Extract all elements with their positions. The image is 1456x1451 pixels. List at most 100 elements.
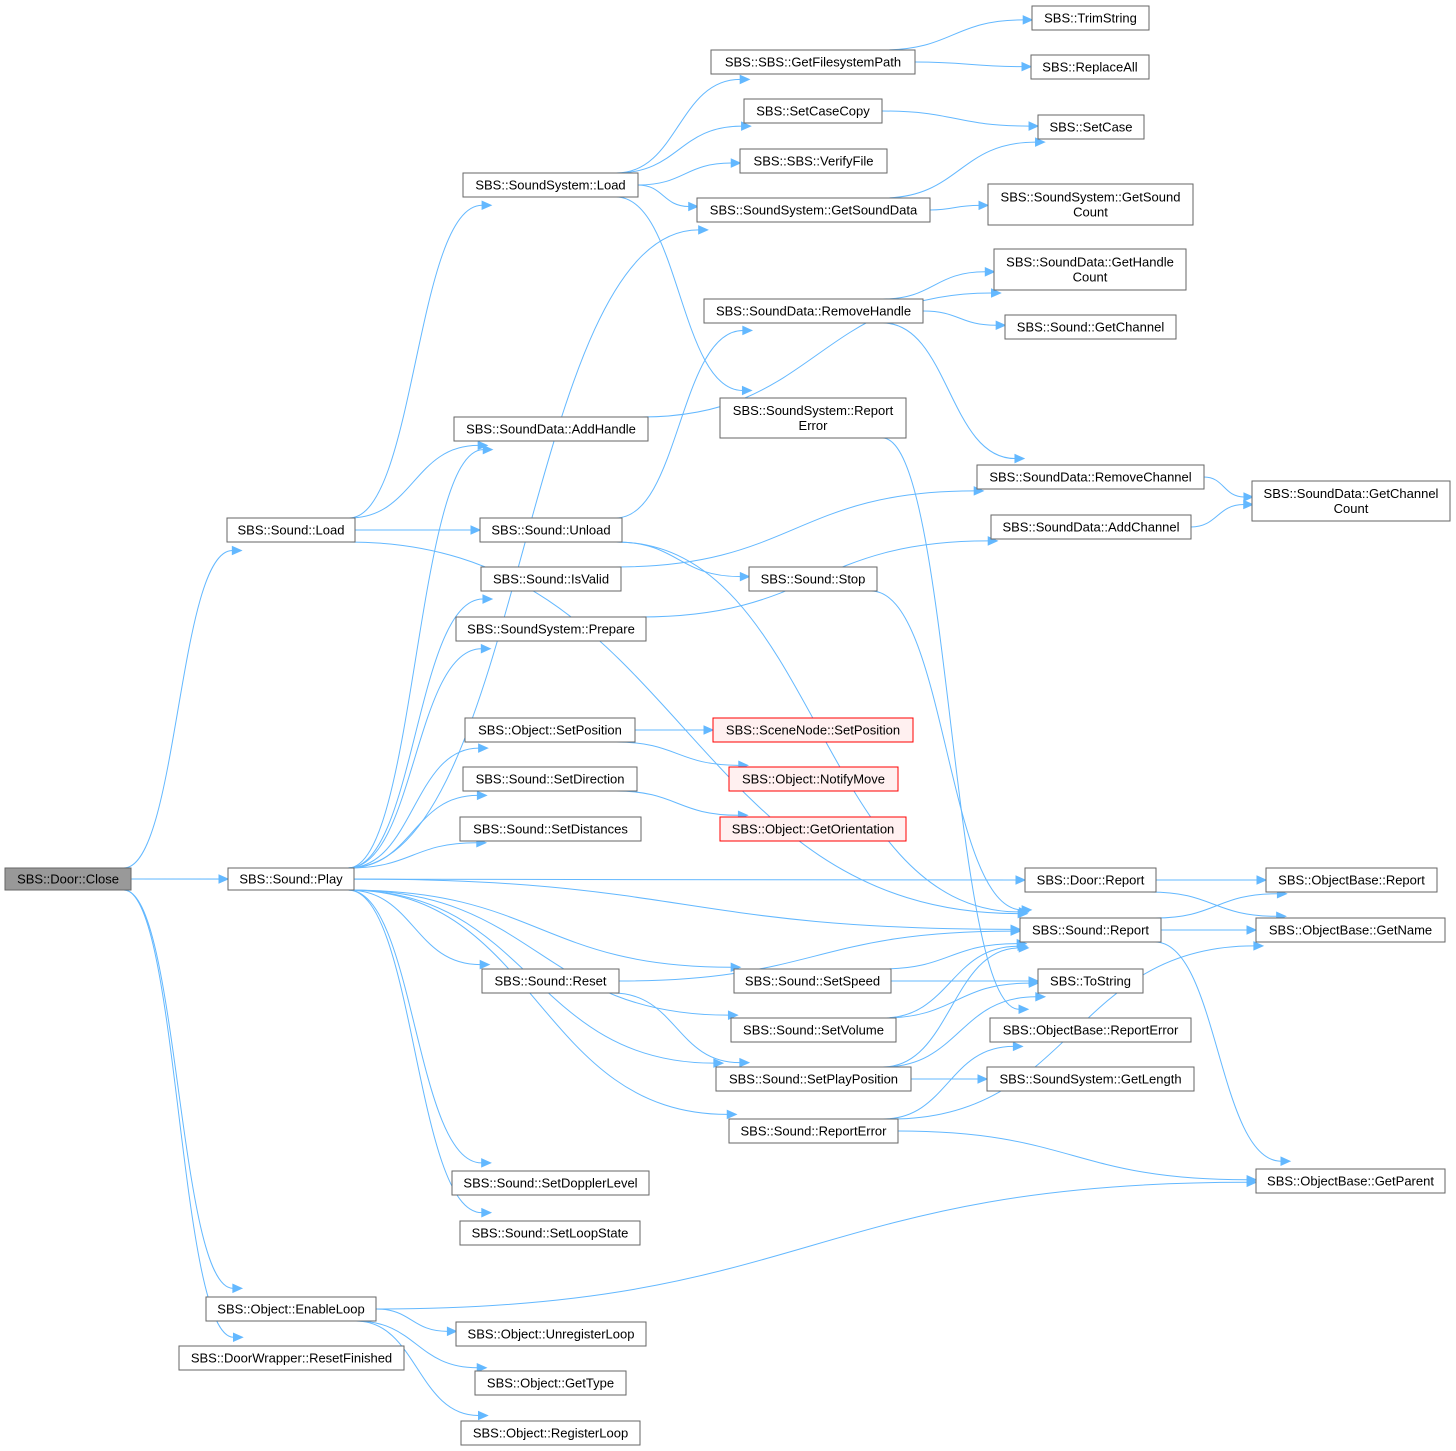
node-label: SBS::Object::EnableLoop bbox=[217, 1302, 364, 1317]
node-label: SBS::SoundData::GetChannel bbox=[1264, 486, 1439, 501]
graph-node-doorwrapper-reset[interactable]: SBS::DoorWrapper::ResetFinished bbox=[178, 1345, 405, 1371]
arrowhead-icon bbox=[1015, 875, 1027, 885]
graph-node-sound-isvalid[interactable]: SBS::Sound::IsValid bbox=[480, 566, 622, 592]
call-edge-sound_load-to-sound_report bbox=[348, 541, 1019, 915]
node-box bbox=[226, 517, 356, 543]
arrowhead-icon bbox=[1246, 1177, 1258, 1188]
node-box bbox=[730, 1017, 897, 1043]
graph-node-sound-setdistances[interactable]: SBS::Sound::SetDistances bbox=[459, 816, 642, 842]
call-edge-ss_load-to-sbs_verifyfile bbox=[637, 162, 732, 186]
node-label: SBS::Door::Close bbox=[17, 872, 119, 887]
arrowhead-icon bbox=[476, 790, 488, 801]
arrowhead-icon bbox=[1021, 61, 1033, 72]
call-edge-sound_reset-to-sound_report bbox=[618, 930, 1012, 982]
node-box bbox=[710, 49, 916, 75]
node-box bbox=[1037, 968, 1144, 994]
call-edge-sound_play-to-sound_setdistances bbox=[347, 842, 477, 869]
node-label: SBS::SoundData::RemoveHandle bbox=[716, 304, 911, 319]
graph-node-ss-load[interactable]: SBS::SoundSystem::Load bbox=[462, 172, 639, 198]
graph-node-ob-reporterror[interactable]: SBS::ObjectBase::ReportError bbox=[989, 1017, 1192, 1043]
graph-node-sd-removehandle[interactable]: SBS::SoundData::RemoveHandle bbox=[703, 298, 924, 324]
graph-node-replaceall[interactable]: SBS::ReplaceAll bbox=[1030, 54, 1150, 80]
arrowhead-icon bbox=[713, 1058, 725, 1068]
graph-node-trimstring[interactable]: SBS::TrimString bbox=[1031, 5, 1150, 31]
node-label: SBS::Object::UnregisterLoop bbox=[468, 1327, 635, 1342]
graph-node-sd-removechannel[interactable]: SBS::SoundData::RemoveChannel bbox=[976, 464, 1205, 490]
graph-node-obj-unregisterloop[interactable]: SBS::Object::UnregisterLoop bbox=[455, 1321, 647, 1347]
node-label: SBS::Sound::Play bbox=[239, 872, 343, 887]
graph-node-obj-getorientation[interactable]: SBS::Object::GetOrientation bbox=[719, 816, 907, 842]
graph-node-obj-setposition[interactable]: SBS::Object::SetPosition bbox=[464, 717, 636, 743]
graph-node-sd-addchannel[interactable]: SBS::SoundData::AddChannel bbox=[990, 514, 1192, 540]
graph-node-ob-getname[interactable]: SBS::ObjectBase::GetName bbox=[1255, 917, 1446, 943]
graph-node-obj-notifymove[interactable]: SBS::Object::NotifyMove bbox=[728, 766, 899, 792]
arrowhead-icon bbox=[1253, 941, 1265, 951]
graph-node-sound-setspeed[interactable]: SBS::Sound::SetSpeed bbox=[733, 968, 892, 994]
node-label: SBS::SoundSystem::GetSound bbox=[1001, 190, 1181, 205]
node-box bbox=[976, 464, 1205, 490]
arrowhead-icon bbox=[726, 1109, 738, 1120]
graph-node-setcase[interactable]: SBS::SetCase bbox=[1037, 114, 1145, 140]
node-label: SBS::Sound::GetChannel bbox=[1017, 320, 1165, 335]
graph-node-ss-reporterror[interactable]: SBS::SoundSystem::ReportError bbox=[719, 397, 907, 439]
graph-node-sound-setloopstate[interactable]: SBS::Sound::SetLoopState bbox=[459, 1220, 641, 1246]
graph-node-sound-report[interactable]: SBS::Sound::Report bbox=[1019, 917, 1162, 943]
graph-node-obj-registerloop[interactable]: SBS::Object::RegisterLoop bbox=[460, 1420, 641, 1446]
graph-node-ob-report[interactable]: SBS::ObjectBase::Report bbox=[1265, 867, 1438, 893]
call-edge-sound_play-to-sound_isvalid bbox=[347, 598, 483, 869]
graph-node-door-report[interactable]: SBS::Door::Report bbox=[1024, 867, 1157, 893]
node-label: Error bbox=[799, 418, 829, 433]
node-label: SBS::SetCase bbox=[1049, 120, 1132, 135]
call-edge-sound_play-to-sound_report bbox=[353, 878, 1012, 930]
graph-node-tostring[interactable]: SBS::ToString bbox=[1037, 968, 1144, 994]
graph-node-sound-reporterror[interactable]: SBS::Sound::ReportError bbox=[728, 1118, 899, 1144]
node-label: SBS::Sound::SetVolume bbox=[743, 1023, 884, 1038]
graph-node-ss-prepare[interactable]: SBS::SoundSystem::Prepare bbox=[455, 616, 647, 642]
node-label: SBS::SoundSystem::Load bbox=[475, 178, 625, 193]
graph-node-sound-reset[interactable]: SBS::Sound::Reset bbox=[481, 968, 620, 994]
call-edge-sbs_getfspath-to-replaceall bbox=[914, 61, 1023, 68]
graph-node-sound-setplayposition[interactable]: SBS::Sound::SetPlayPosition bbox=[715, 1066, 912, 1092]
arrowhead-icon bbox=[1014, 453, 1026, 464]
arrowhead-icon bbox=[478, 743, 489, 753]
arrowhead-icon bbox=[1035, 991, 1047, 1002]
graph-node-sbs-getfspath[interactable]: SBS::SBS::GetFilesystemPath bbox=[710, 49, 916, 75]
graph-node-sound-load[interactable]: SBS::Sound::Load bbox=[226, 517, 356, 543]
node-label: SBS::ObjectBase::Report bbox=[1278, 873, 1425, 888]
graph-node-sound-getchannel[interactable]: SBS::Sound::GetChannel bbox=[1004, 314, 1177, 340]
graph-node-sbs-verifyfile[interactable]: SBS::SBS::VerifyFile bbox=[739, 148, 888, 174]
node-label: SBS::Sound::Reset bbox=[494, 974, 606, 989]
node-box bbox=[986, 1066, 1195, 1092]
call-edge-sbs_getfspath-to-trimstring bbox=[882, 19, 1024, 51]
call-edge-setcasecopy-to-setcase bbox=[881, 110, 1030, 127]
graph-node-ss-getsounddata[interactable]: SBS::SoundSystem::GetSoundData bbox=[696, 197, 931, 223]
graph-node-sound-setvolume[interactable]: SBS::Sound::SetVolume bbox=[730, 1017, 897, 1043]
graph-node-sound-setdirection[interactable]: SBS::Sound::SetDirection bbox=[462, 766, 638, 792]
graph-node-ob-getparent[interactable]: SBS::ObjectBase::GetParent bbox=[1255, 1168, 1446, 1194]
graph-node-setcasecopy[interactable]: SBS::SetCaseCopy bbox=[743, 98, 883, 124]
graph-node-sound-setdoppler[interactable]: SBS::Sound::SetDopplerLevel bbox=[451, 1170, 650, 1196]
call-edge-obj_enableloop-to-obj_registerloop bbox=[355, 1320, 479, 1417]
graph-node-obj-enableloop[interactable]: SBS::Object::EnableLoop bbox=[205, 1296, 377, 1322]
arrowhead-icon bbox=[232, 1283, 244, 1294]
graph-node-obj-gettype[interactable]: SBS::Object::GetType bbox=[474, 1370, 627, 1396]
graph-node-door-close[interactable]: SBS::Door::Close bbox=[4, 867, 132, 891]
graph-node-sound-stop[interactable]: SBS::Sound::Stop bbox=[748, 566, 878, 592]
node-label: Count bbox=[1334, 501, 1369, 516]
graph-node-sound-unload[interactable]: SBS::Sound::Unload bbox=[479, 517, 623, 543]
graph-node-scenenode-setposition[interactable]: SBS::SceneNode::SetPosition bbox=[712, 717, 914, 743]
node-label: SBS::Sound::SetSpeed bbox=[745, 974, 880, 989]
node-box bbox=[728, 1118, 899, 1144]
node-box bbox=[1004, 314, 1177, 340]
arrowhead-icon bbox=[1246, 925, 1258, 935]
graph-node-sd-addhandle[interactable]: SBS::SoundData::AddHandle bbox=[453, 416, 649, 442]
node-box bbox=[227, 867, 355, 891]
graph-node-ss-getlength[interactable]: SBS::SoundSystem::GetLength bbox=[986, 1066, 1195, 1092]
call-edge-door_close-to-doorwrapper_reset bbox=[123, 889, 234, 1338]
arrowhead-icon bbox=[1243, 499, 1254, 510]
graph-node-sound-play[interactable]: SBS::Sound::Play bbox=[227, 867, 355, 891]
node-label: SBS::Sound::SetDistances bbox=[473, 822, 628, 837]
